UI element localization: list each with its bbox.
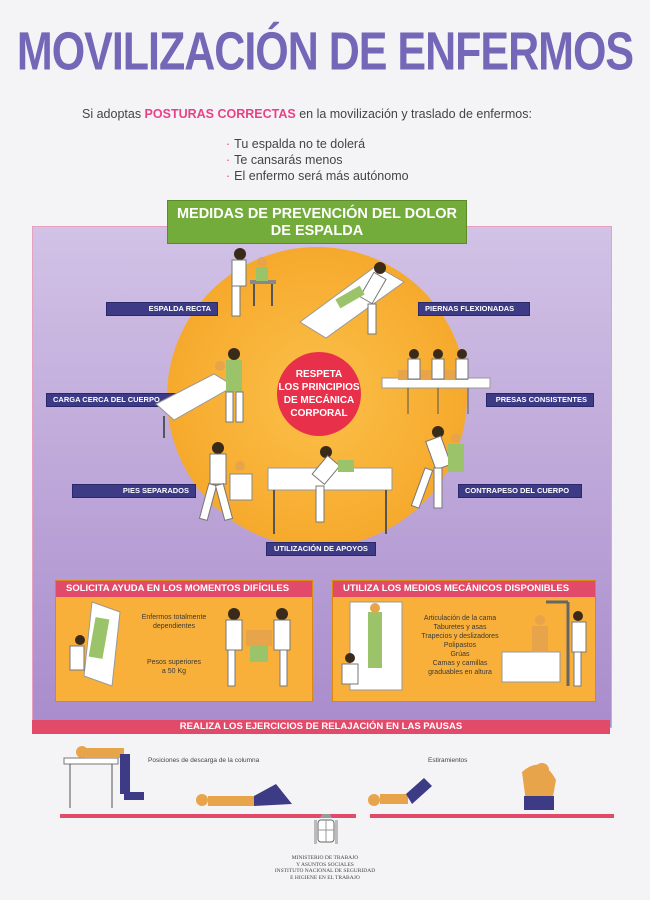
coat-of-arms-icon bbox=[314, 814, 338, 844]
relax-divider-left bbox=[60, 814, 356, 818]
relax-caption-2: Estiramientos bbox=[428, 757, 468, 764]
prevention-header: MEDIDAS DE PREVENCIÓN DEL DOLOR DE ESPAL… bbox=[167, 200, 467, 244]
person-figure-icon bbox=[410, 426, 464, 509]
person-figure-icon bbox=[231, 248, 276, 317]
person-figure-icon bbox=[267, 446, 393, 534]
label-presas-consistentes: PRESAS CONSISTENTES bbox=[486, 393, 594, 407]
person-figure-icon bbox=[381, 349, 491, 414]
label-pies-separados: PIES SEPARADOS bbox=[72, 484, 196, 498]
intro-text: Si adoptas POSTURAS CORRECTAS en la movi… bbox=[82, 107, 532, 121]
help-box-title: SOLICITA AYUDA EN LOS MOMENTOS DIFÍCILES bbox=[56, 581, 312, 597]
person-figure-icon bbox=[299, 262, 405, 339]
intro-suffix: en la movilización y traslado de enfermo… bbox=[295, 107, 532, 121]
center-badge: RESPETA LOS PRINCIPIOS DE MECÁNICA CORPO… bbox=[277, 352, 361, 436]
prevention-header-line2: DE ESPALDA bbox=[270, 223, 364, 239]
label-carga-cerca: CARGA CERCA DEL CUERPO bbox=[46, 393, 178, 407]
benefit-item: ·Tu espalda no te dolerá bbox=[226, 137, 366, 151]
label-espalda-recta: ESPALDA RECTA bbox=[106, 302, 218, 316]
intro-highlight: POSTURAS CORRECTAS bbox=[144, 107, 296, 121]
person-figure-icon bbox=[341, 601, 403, 691]
poster-title: MOVILIZACIÓN DE ENFERMOS bbox=[16, 21, 634, 82]
label-contrapeso: CONTRAPESO DEL CUERPO bbox=[458, 484, 582, 498]
person-figure-icon bbox=[501, 600, 587, 687]
benefit-item: ·Te cansarás menos bbox=[226, 153, 343, 167]
relax-header: REALIZA LOS EJERCICIOS DE RELAJACIÓN EN … bbox=[32, 720, 610, 734]
person-figure-icon bbox=[63, 746, 144, 808]
person-figure-icon bbox=[368, 778, 432, 806]
benefit-list: ·Tu espalda no te dolerá ·Te cansarás me… bbox=[226, 136, 409, 184]
person-figure-icon bbox=[69, 601, 121, 687]
relax-caption-1: Posiciones de descarga de la columna bbox=[148, 757, 260, 764]
center-line3: DE MECÁNICA bbox=[283, 395, 355, 406]
person-figure-icon bbox=[155, 348, 244, 438]
center-line2: LOS PRINCIPIOS bbox=[278, 382, 360, 393]
prevention-header-line1: MEDIDAS DE PREVENCIÓN DEL DOLOR bbox=[176, 206, 458, 222]
center-line1: RESPETA bbox=[295, 369, 343, 380]
person-figure-icon bbox=[198, 442, 253, 522]
benefit-item: ·El enfermo será más autónomo bbox=[226, 169, 409, 183]
person-figure-icon bbox=[196, 784, 292, 806]
center-line4: CORPORAL bbox=[290, 408, 348, 419]
label-apoyos: UTILIZACIÓN DE APOYOS bbox=[266, 542, 376, 556]
person-figure-icon bbox=[225, 608, 291, 687]
label-piernas-flexionadas: PIERNAS FLEXIONADAS bbox=[418, 302, 530, 316]
person-figure-icon bbox=[522, 763, 556, 810]
mech-box-title: UTILIZA LOS MEDIOS MECÁNICOS DISPONIBLES bbox=[333, 581, 595, 597]
intro-prefix: Si adoptas bbox=[82, 107, 145, 121]
relax-divider-right bbox=[370, 814, 614, 818]
